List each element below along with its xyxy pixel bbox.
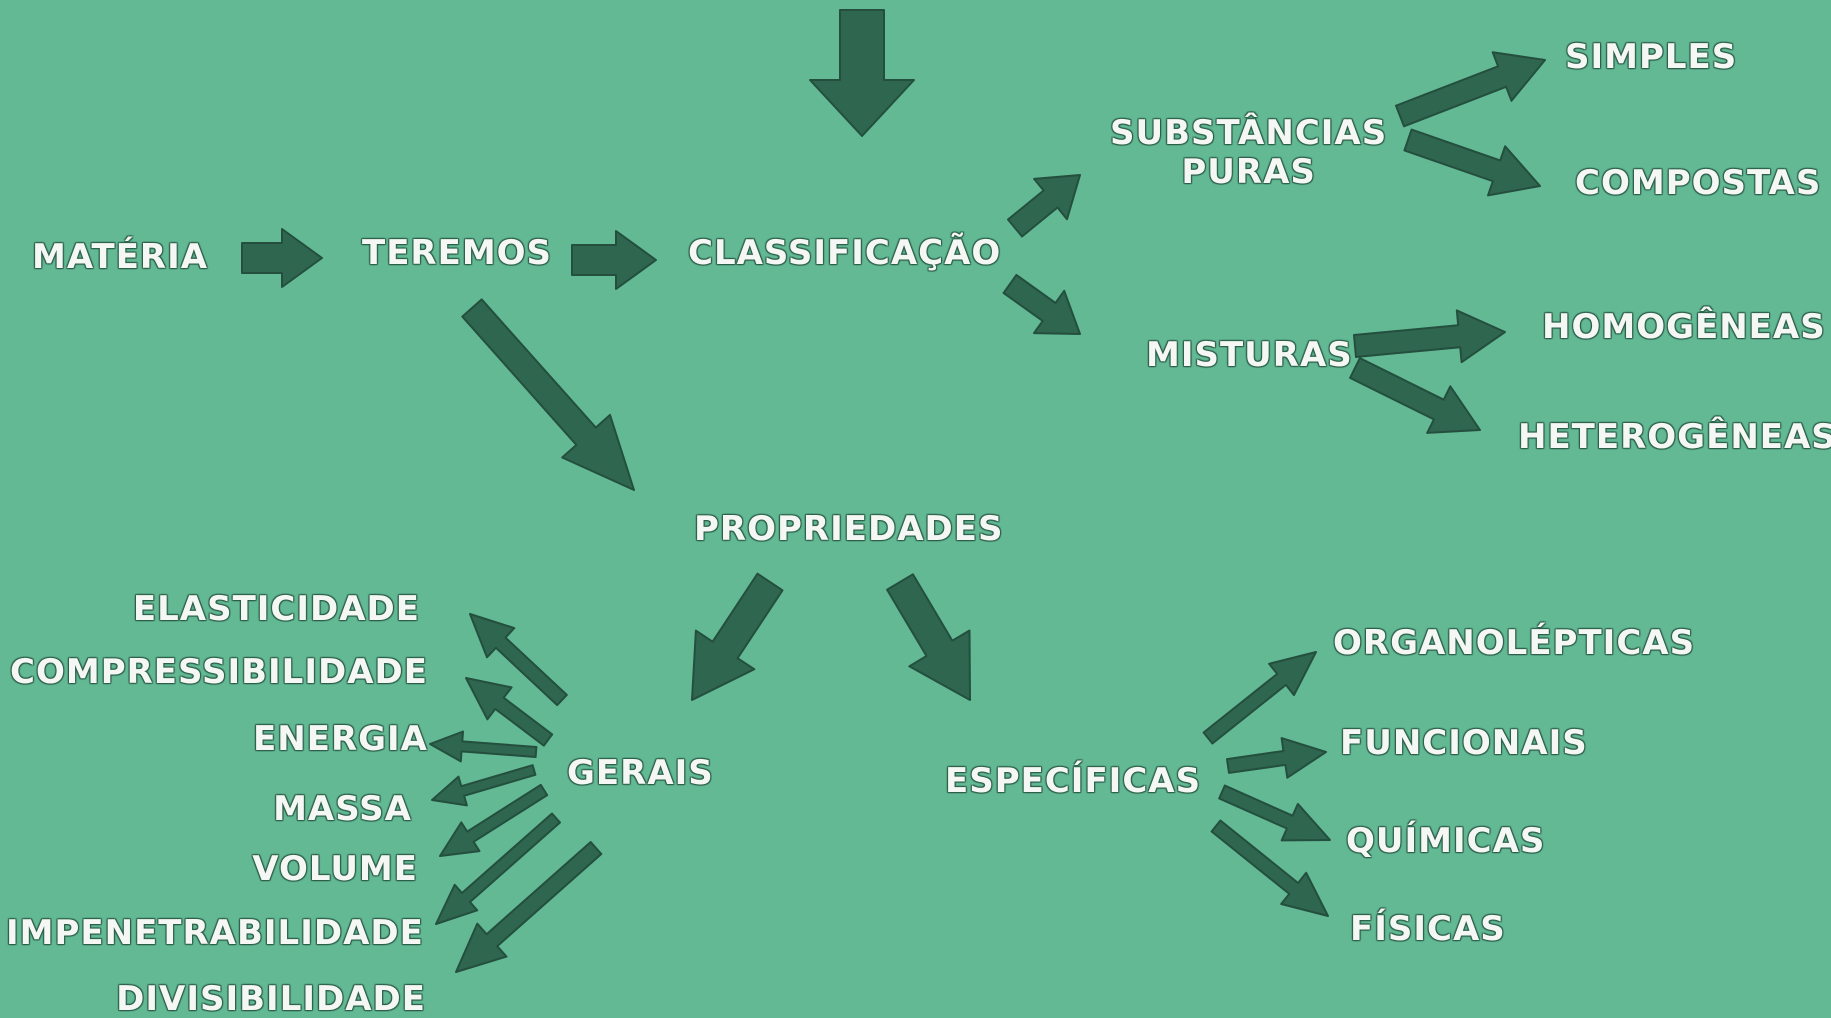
node-especificas: ESPECÍFICAS	[945, 761, 1202, 801]
arrow-especificas-quimicas	[1218, 784, 1331, 842]
especificas-item-funcionais: FUNCIONAIS	[1340, 723, 1588, 763]
especificas-item-quimicas: QUÍMICAS	[1346, 821, 1546, 861]
arrow-classificacao-substancias	[1007, 174, 1081, 238]
node-homogeneas: HOMOGÊNEAS	[1542, 307, 1826, 347]
arrow-classificacao-misturas	[1002, 274, 1081, 335]
node-compostas: COMPOSTAS	[1575, 163, 1822, 203]
gerais-item-volume: VOLUME	[252, 849, 418, 889]
arrow-gerais-energia	[429, 730, 538, 763]
gerais-item-impenetrabilidade: IMPENETRABILIDADE	[6, 913, 424, 953]
node-substancias-line2: PURAS	[1181, 152, 1316, 193]
node-heterogeneas: HETEROGÊNEAS	[1518, 417, 1831, 457]
arrow-gerais-massa	[431, 764, 537, 807]
arrow-teremos-propriedades	[461, 298, 635, 491]
node-gerais: GERAIS	[567, 753, 714, 793]
arrow-misturas-homogeneas	[1353, 309, 1506, 364]
arrow-gerais-volume	[439, 783, 549, 857]
node-teremos: TEREMOS	[362, 233, 553, 273]
arrow-propriedades-especificas	[886, 573, 971, 701]
node-materia: MATÉRIA	[32, 237, 209, 277]
arrow-especificas-fisicas	[1210, 819, 1329, 917]
arrow-gerais-compressibilidade	[465, 677, 554, 747]
node-substancias-line1: SUBSTÂNCIAS	[1110, 113, 1388, 153]
node-simples: SIMPLES	[1565, 37, 1738, 77]
arrow-propriedades-gerais	[691, 572, 784, 701]
arrow-especificas-funcionais	[1226, 737, 1327, 779]
gerais-item-elasticidade: ELASTICIDADE	[132, 589, 420, 629]
gerais-item-divisibilidade: DIVISIBILIDADE	[116, 979, 426, 1018]
arrow-misturas-heterogeneas	[1349, 357, 1481, 434]
arrow-gerais-elasticidade	[469, 613, 568, 707]
node-substancias-puras: SUBSTÂNCIAS PURAS	[1110, 113, 1388, 193]
especificas-item-organolepticas: ORGANOLÉPTICAS	[1333, 623, 1696, 663]
gerais-item-energia: ENERGIA	[253, 719, 428, 759]
arrow-gerais-divisibilidade	[455, 841, 603, 973]
gerais-item-compressibilidade: COMPRESSIBILIDADE	[10, 652, 428, 692]
arrow-gerais-impenetrabilidade	[435, 812, 561, 925]
arrow-top-into-classificacao	[809, 9, 915, 137]
node-propriedades: PROPRIEDADES	[694, 509, 1004, 549]
especificas-item-fisicas: FÍSICAS	[1350, 909, 1506, 949]
arrow-substancias-simples	[1395, 51, 1546, 128]
arrow-substancias-compostas	[1403, 128, 1541, 197]
arrow-materia-teremos	[241, 228, 323, 288]
node-classificacao: CLASSIFICAÇÃO	[688, 233, 1002, 273]
node-misturas: MISTURAS	[1146, 335, 1353, 375]
arrow-teremos-classificacao	[571, 230, 657, 290]
gerais-item-massa: MASSA	[273, 789, 412, 829]
arrow-especificas-organolepticas	[1202, 651, 1317, 745]
